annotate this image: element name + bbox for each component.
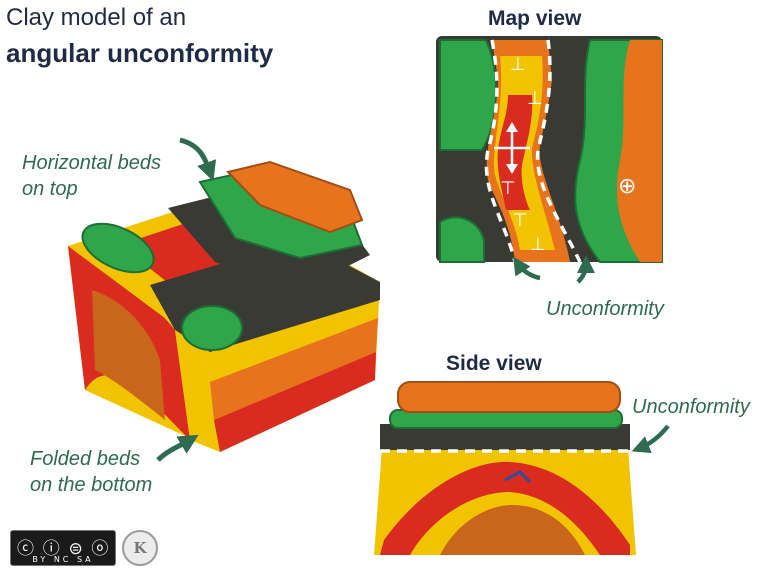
arrow-horizontal-beds — [179, 137, 217, 182]
side-orange-bed — [397, 381, 621, 413]
arrow-folded-beds — [156, 434, 199, 462]
author-seal-logo: K — [122, 530, 158, 566]
map-unconformity-right — [535, 39, 582, 263]
side-lower-block — [374, 448, 636, 555]
title-line-2: angular unconformity — [6, 38, 274, 68]
horizontal-beds-symbol: ⊕ — [618, 174, 636, 199]
block-green-lump-front — [181, 305, 243, 351]
cc-icons: ⓒ ⓘ ⊜ ⓞ — [17, 539, 111, 558]
map-strike-dip-symbol-1: ⊥ — [510, 54, 526, 75]
map-fold-red — [497, 95, 533, 210]
map-view-heading: Map view — [488, 7, 582, 30]
title-line-1: Clay model of an — [6, 4, 187, 31]
block-right-orange-band — [210, 318, 378, 420]
map-unconformity-label: Unconformity — [546, 298, 664, 320]
map-unconformity-left — [484, 39, 517, 263]
arrow-side-unconformity — [631, 424, 670, 454]
block-right-red-band — [214, 352, 376, 452]
side-view — [374, 381, 636, 555]
horizontal-beds-label-line-1: Horizontal beds — [22, 152, 161, 174]
block-top-red-band — [120, 215, 300, 300]
block-front-yellow-edge — [175, 330, 220, 452]
arrow-map-unconformity-left — [513, 256, 541, 281]
cc-license-text: BY NC SA — [32, 555, 94, 564]
block-front-orange-core — [92, 290, 165, 420]
arrow-map-unconformity-right — [576, 255, 595, 284]
side-red-fold — [380, 461, 630, 555]
block-model — [68, 160, 380, 452]
map-strike-dip-symbol-2: ⊥ — [527, 88, 543, 109]
map-orange-right — [616, 40, 662, 262]
folded-beds-label-line-2: on the bottom — [30, 474, 153, 496]
map-green-left-bottom — [439, 216, 485, 263]
side-view-heading: Side view — [446, 352, 542, 375]
map-view: ⊥ ⊥ ⊤ ⊤ ⊥ ⊕ — [436, 36, 663, 263]
map-strike-dip-symbol-5: ⊥ — [530, 234, 546, 255]
block-green-lump-left — [81, 222, 155, 274]
map-strike-dip-symbol-4: ⊤ — [512, 210, 528, 231]
map-green-left-top — [439, 39, 498, 151]
map-strike-dip-symbol-3: ⊤ — [500, 178, 516, 199]
anticline-axis-symbol — [494, 122, 530, 174]
horizontal-beds-label-line-2: on top — [22, 178, 78, 200]
horizontal-beds-label: Horizontal beds on top — [22, 150, 161, 202]
folded-beds-label: Folded beds on the bottom — [30, 446, 152, 498]
side-orange-core — [440, 505, 585, 555]
cc-license-badge: ⓒ ⓘ ⊜ ⓞ BY NC SA — [10, 530, 116, 566]
top-bed-orange — [226, 160, 364, 234]
folded-beds-label-line-1: Folded beds — [30, 448, 141, 470]
side-blue-streak — [504, 470, 532, 484]
side-unconformity-label: Unconformity — [632, 396, 750, 418]
